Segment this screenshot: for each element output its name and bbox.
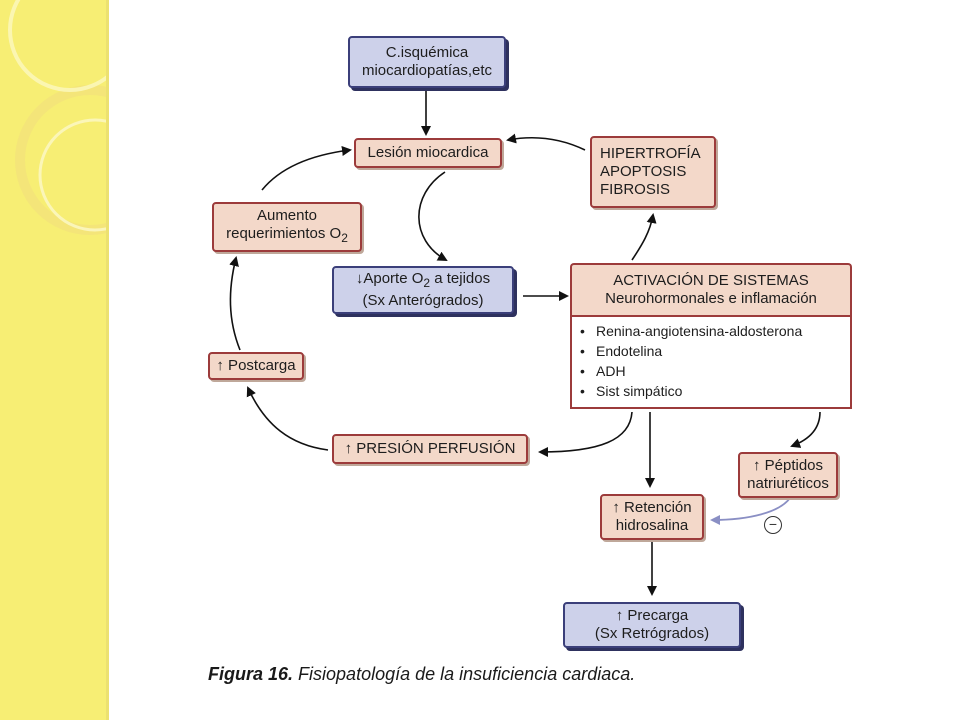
retencion-line1: ↑ Retención <box>612 499 692 516</box>
arrows-layer <box>229 88 821 596</box>
peptidos-line2: natriuréticos <box>747 475 829 492</box>
arrow-hipertrofia-lesion <box>506 133 586 151</box>
aumento-line1: Aumento <box>256 207 318 224</box>
presion-label: ↑ PRESIÓN PERFUSIÓN <box>344 440 516 457</box>
activacion-list: Renina-angiotensina-aldosterona Endoteli… <box>570 315 852 409</box>
hipertrofia-line2: APOPTOSIS <box>600 163 687 180</box>
postcarga-label: ↑ Postcarga <box>216 357 296 374</box>
box-lesion: Lesión miocardica <box>354 138 502 168</box>
isquemica-line2: miocardiopatías,etc <box>361 62 493 79</box>
precarga-line2: (Sx Retrógrados) <box>594 625 710 642</box>
box-aumento: Aumento requerimientos O2 <box>212 202 362 252</box>
aumento-line2-text: requerimientos O <box>226 225 342 242</box>
aporte-line1-post: a tejidos <box>430 270 491 287</box>
arrow-lesion-aporte <box>418 171 448 261</box>
box-presion: ↑ PRESIÓN PERFUSIÓN <box>332 434 528 464</box>
inhibit-icon: − <box>764 516 782 534</box>
activacion-subtitle: Neurohormonales e inflamación <box>605 290 817 307</box>
list-item: Sist simpático <box>580 381 850 401</box>
box-aporte: ↓Aporte O2 a tejidos (Sx Anterógrados) <box>332 266 514 314</box>
box-postcarga: ↑ Postcarga <box>208 352 304 380</box>
arrow-activacion-hipertrofia <box>631 213 657 261</box>
box-precarga: ↑ Precarga (Sx Retrógrados) <box>563 602 741 648</box>
box-isquemica: C.isquémica miocardiopatías,etc <box>348 36 506 88</box>
arrow-activacion-presion <box>538 411 633 457</box>
arrow-activacion-peptidos <box>790 411 821 448</box>
aumento-line2: requerimientos O2 <box>226 225 348 247</box>
precarga-line1: ↑ Precarga <box>615 607 689 624</box>
pathophysiology-diagram: C.isquémica miocardiopatías,etc Lesión m… <box>180 20 880 700</box>
decorative-circles <box>8 0 106 235</box>
box-retencion: ↑ Retención hidrosalina <box>600 494 704 540</box>
figure-caption: Figura 16. Fisiopatología de la insufici… <box>208 664 635 685</box>
aporte-line2: (Sx Anterógrados) <box>362 292 484 309</box>
aporte-line1-pre: ↓Aporte O <box>355 270 424 287</box>
aporte-line1: ↓Aporte O2 a tejidos <box>356 270 490 292</box>
list-item: Endotelina <box>580 341 850 361</box>
arrow-presion-postcarga <box>246 386 329 451</box>
aporte-sub: 2 <box>423 276 431 290</box>
retencion-line2: hidrosalina <box>615 517 689 534</box>
isquemica-line1: C.isquémica <box>385 44 469 61</box>
aumento-sub: 2 <box>341 231 348 245</box>
caption-text: Fisiopatología de la insuficiencia cardi… <box>298 664 636 684</box>
list-item: ADH <box>580 361 850 381</box>
side-band <box>0 0 109 720</box>
hipertrofia-line1: HIPERTROFÍA <box>600 145 701 162</box>
lesion-label: Lesión miocardica <box>367 144 489 161</box>
arrow-aumento-lesion <box>261 146 352 191</box>
list-item: Renina-angiotensina-aldosterona <box>580 321 850 341</box>
activacion-title: ACTIVACIÓN DE SISTEMAS <box>613 272 809 289</box>
box-peptidos: ↑ Péptidos natriuréticos <box>738 452 838 498</box>
activacion-header: ACTIVACIÓN DE SISTEMAS Neurohormonales e… <box>570 263 852 315</box>
peptidos-line1: ↑ Péptidos <box>752 457 824 474</box>
arrow-peptidos-retencion <box>710 497 791 525</box>
box-hipertrofia: HIPERTROFÍA APOPTOSIS FIBROSIS <box>590 136 716 208</box>
hipertrofia-line3: FIBROSIS <box>600 181 671 198</box>
arrow-postcarga-aumento <box>229 256 241 351</box>
caption-label: Figura 16. <box>208 664 294 684</box>
